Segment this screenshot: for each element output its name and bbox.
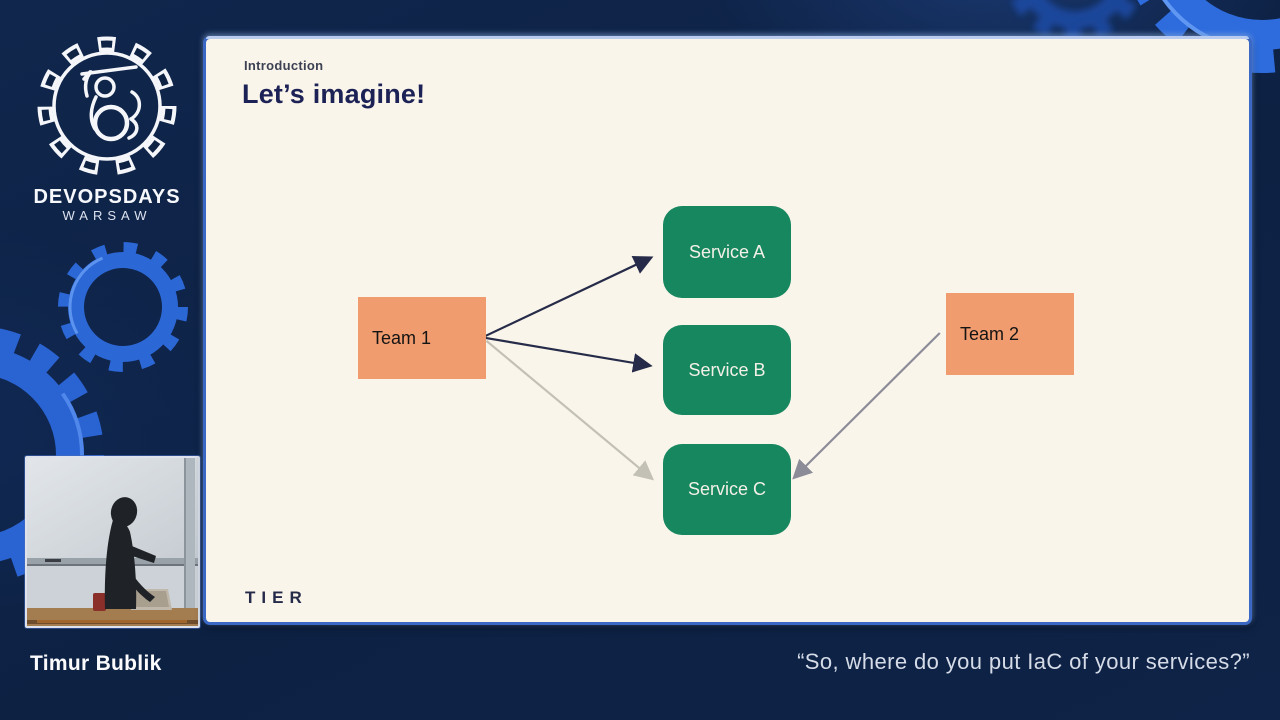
diagram-node-team2: Team 2: [946, 293, 1074, 375]
node-label: Service C: [687, 479, 767, 499]
slide-title: Let’s imagine!: [242, 79, 426, 109]
webcam-scene: [27, 458, 198, 626]
diagram-node-service-a: Service A: [663, 206, 791, 298]
speaker-name: Timur Bublik: [30, 652, 162, 675]
node-label: Team 1: [372, 327, 432, 348]
edge-team1-serviceC: [485, 340, 655, 481]
tier-logo: TIER: [245, 588, 308, 607]
logo-gear-icon: [37, 36, 177, 176]
edge-team2-serviceC: [792, 332, 941, 480]
node-label: Service A: [688, 241, 766, 262]
diagram-node-service-b: Service B: [663, 325, 791, 415]
speaker-webcam-thumbnail: [25, 456, 200, 628]
presentation-slide: Introduction Let’s imagine! Team 1: [203, 36, 1252, 625]
logo-mermaid-icon: [80, 65, 142, 142]
speaker-silhouette: [104, 497, 156, 609]
diagram-node-team1: Team 1: [358, 297, 486, 379]
node-label: Team 2: [960, 323, 1020, 344]
diagram-node-service-c: Service C: [663, 444, 791, 535]
slide-kicker: Introduction: [244, 58, 324, 73]
edge-team1-serviceA: [485, 256, 654, 337]
gear-ring-left-icon: [58, 242, 188, 372]
gear-bottom-left-icon: [0, 328, 104, 582]
event-location: WARSAW: [62, 208, 152, 223]
node-label: Service B: [688, 359, 766, 380]
devopsdays-warsaw-logo: [37, 36, 177, 176]
gear-blurred-top-icon: [1010, 0, 1140, 42]
event-name: DEVOPSDAYS: [33, 186, 181, 208]
edge-team1-serviceB: [485, 336, 653, 373]
talk-quote: “So, where do you put IaC of your servic…: [797, 649, 1250, 674]
